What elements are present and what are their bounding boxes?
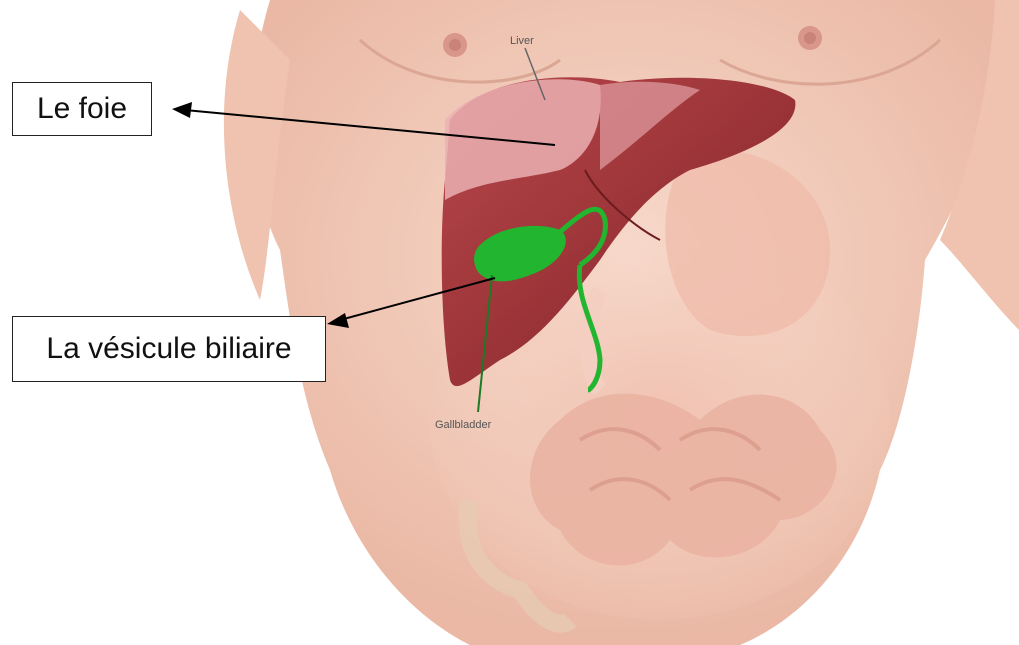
gallbladder-label: La vésicule biliaire xyxy=(46,332,291,366)
liver-arrowhead xyxy=(172,102,192,118)
gallbladder-label-box: La vésicule biliaire xyxy=(12,316,326,382)
liver-english-label: Liver xyxy=(510,35,534,47)
liver-label: Le foie xyxy=(37,92,127,126)
gallbladder-english-label: Gallbladder xyxy=(435,419,492,431)
liver-label-box: Le foie xyxy=(12,82,152,136)
